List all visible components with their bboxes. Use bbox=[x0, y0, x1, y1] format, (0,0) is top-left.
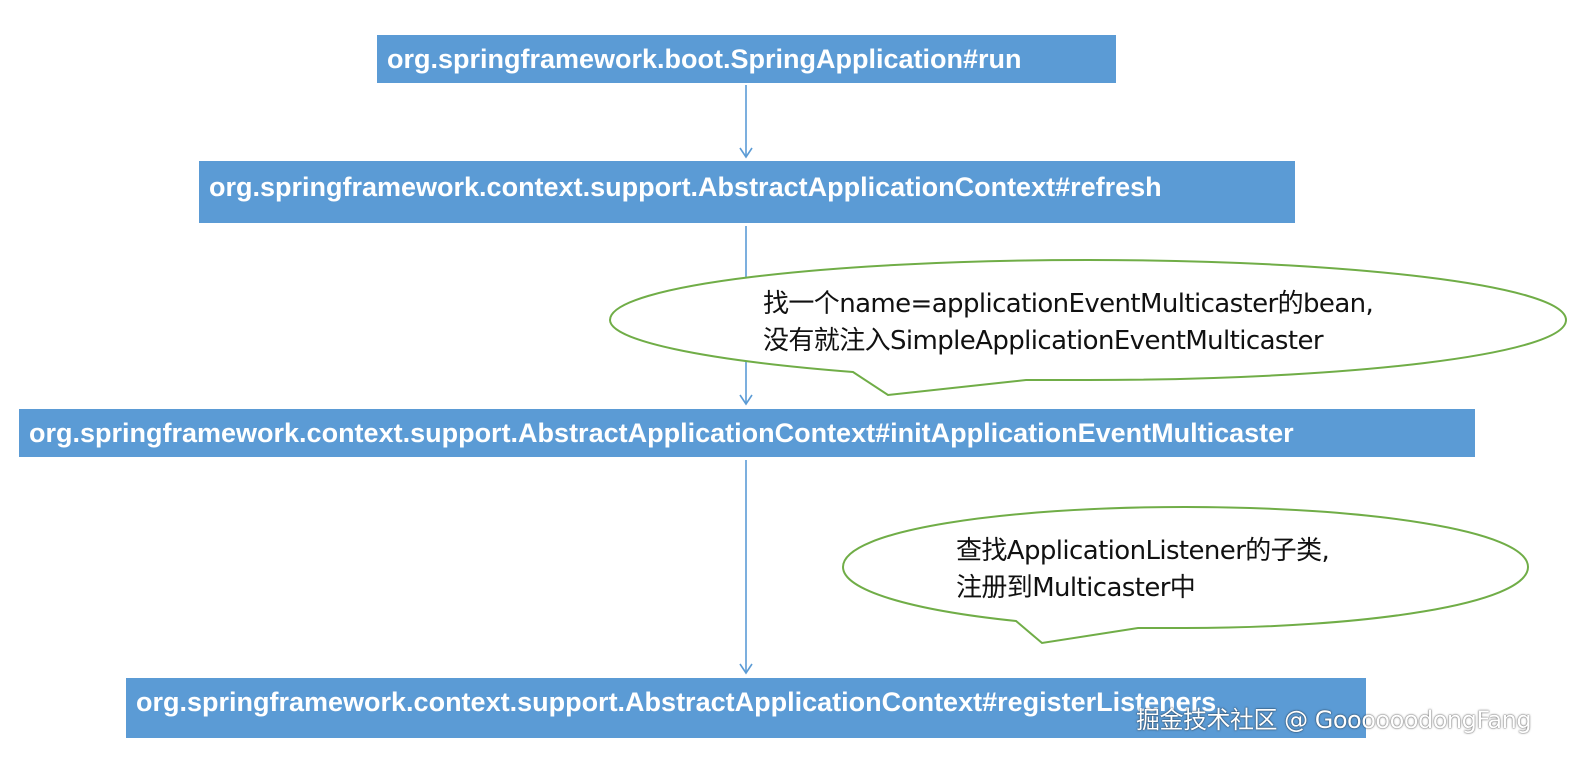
node-label: org.springframework.boot.SpringApplicati… bbox=[387, 43, 1022, 74]
node-init-application-event-multicaster: org.springframework.context.support.Abst… bbox=[19, 409, 1475, 457]
node-register-listeners: org.springframework.context.support.Abst… bbox=[126, 678, 1366, 738]
callout-line: 找一个name=applicationEventMulticaster的bean… bbox=[763, 289, 1374, 319]
arrowhead-refresh-to-init bbox=[739, 394, 753, 406]
node-context-refresh: org.springframework.context.support.Abst… bbox=[199, 161, 1295, 223]
callout-text-listeners: 查找ApplicationListener的子类, 注册到Multicaster… bbox=[956, 533, 1330, 607]
node-label: org.springframework.context.support.Abst… bbox=[29, 417, 1294, 448]
arrowhead-init-to-register bbox=[739, 663, 753, 675]
callout-line: 查找ApplicationListener的子类, bbox=[956, 536, 1330, 566]
node-label: org.springframework.context.support.Abst… bbox=[209, 171, 1162, 202]
node-spring-application-run: org.springframework.boot.SpringApplicati… bbox=[377, 35, 1116, 83]
callout-line: 注册到Multicaster中 bbox=[956, 573, 1196, 603]
node-label: org.springframework.context.support.Abst… bbox=[136, 686, 1217, 717]
callout-bubble-listeners bbox=[841, 505, 1530, 645]
callout-text-multicaster: 找一个name=applicationEventMulticaster的bean… bbox=[763, 286, 1374, 360]
callout-bubble-multicaster bbox=[608, 258, 1568, 397]
watermark: 掘金技术社区 @ GoooooodongFang bbox=[1136, 706, 1532, 734]
callout-line: 没有就注入SimpleApplicationEventMulticaster bbox=[763, 326, 1324, 356]
arrowhead-run-to-refresh bbox=[739, 147, 753, 159]
